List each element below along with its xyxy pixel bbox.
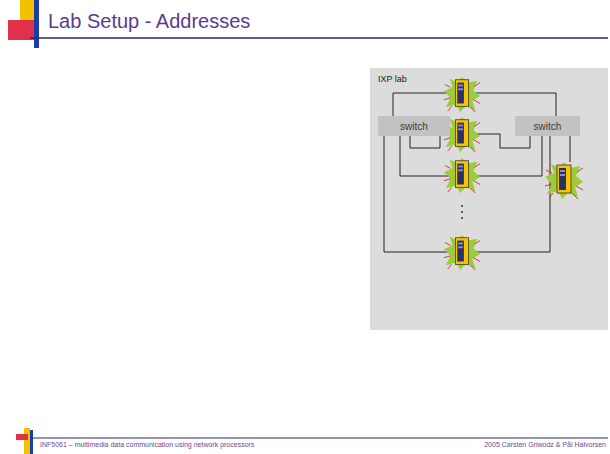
wire [400,136,449,176]
panel-heading: IXP lab [378,74,407,84]
footer-text: 2005 Carsten Griwodz & Pål Halvorsen [484,441,606,448]
wire [570,136,571,162]
ellipsis-dots [461,205,463,219]
footer-rule [30,438,608,439]
wire [393,93,449,116]
wire [384,136,449,252]
deco-bar [30,430,33,454]
wire [476,134,530,148]
network-wires [384,93,570,252]
computer-icon [444,117,480,152]
slide-title: Lab Setup - Addresses [48,10,250,33]
box-label: switch [400,121,428,132]
deco-square [24,428,30,454]
wire [476,136,550,252]
deco-square [20,0,34,22]
lab-panel: IXP lab switch switch [370,68,608,330]
wire [410,134,449,148]
computer-icon [545,162,583,199]
wire [476,93,556,116]
footer-text: INF5061 – multimedia data communication … [40,441,254,448]
deco-square [16,434,28,440]
switch-box: switch [378,116,450,136]
deco-bar [34,0,39,48]
switch-box: switch [515,116,580,136]
deco-square [8,20,34,40]
title-rule [30,37,608,39]
computer-icon [444,77,480,112]
box-label: switch [534,121,562,132]
computer-icon [444,158,480,193]
computer-icon [444,235,480,270]
wire [476,136,542,176]
